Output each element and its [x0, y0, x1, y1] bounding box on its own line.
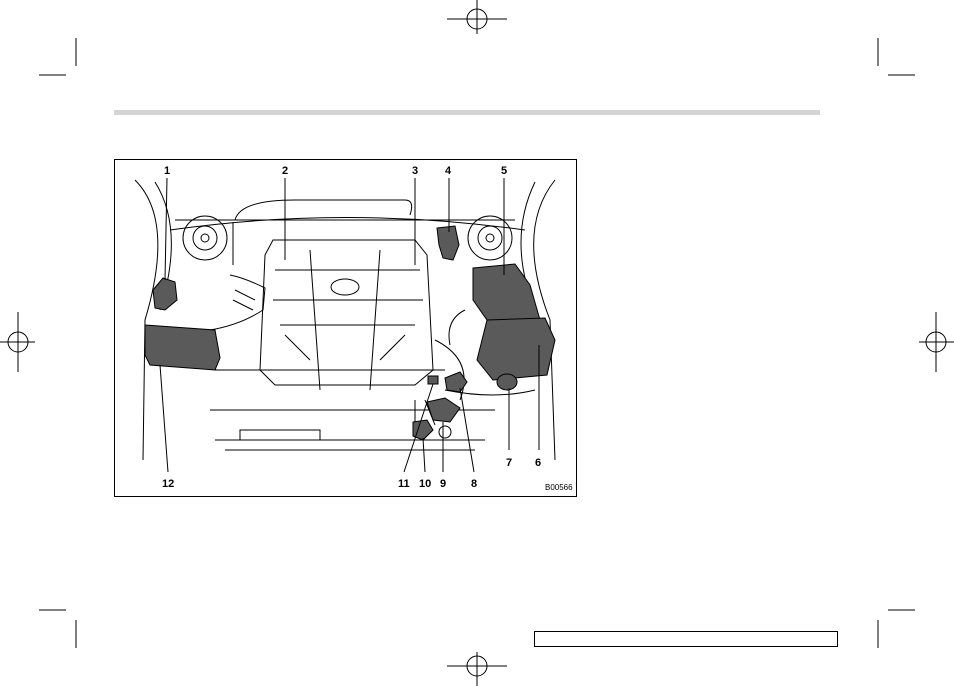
callout-2: 2: [282, 165, 288, 177]
callout-8: 8: [471, 478, 477, 490]
crop-mark-icon: [39, 38, 76, 75]
callout-9: 9: [440, 478, 446, 490]
air-cleaner-case: [145, 325, 220, 370]
crop-mark-icon: [39, 610, 76, 648]
figure-code: B00566: [545, 483, 573, 492]
battery: [477, 318, 555, 380]
callout-6: 6: [535, 457, 541, 469]
callout-11: 11: [398, 478, 410, 490]
callout-3: 3: [412, 165, 418, 177]
washer-fluid-cap: [497, 374, 517, 390]
callout-10: 10: [419, 478, 431, 490]
callout-12: 12: [162, 478, 174, 490]
engine-compartment-figure: 1 2 3 4 5 6 7 8 9 10 11 12 B00566: [114, 159, 577, 497]
engine-compartment-drawing: [115, 160, 578, 498]
callout-5: 5: [501, 165, 507, 177]
crop-mark-icon: [878, 38, 915, 75]
brake-fluid-reservoir: [437, 226, 459, 260]
crop-mark-icon: [878, 610, 915, 648]
oil-level-gauge: [428, 376, 438, 384]
header-rule: [114, 110, 820, 115]
crosshair-registration-mark-icon: [447, 0, 507, 34]
crosshair-registration-mark-icon: [447, 652, 507, 686]
callout-7: 7: [506, 457, 512, 469]
fuse-box: [473, 264, 540, 320]
crosshair-registration-mark-icon: [0, 312, 35, 372]
crosshair-registration-mark-icon: [919, 312, 954, 372]
footer-box: [534, 631, 838, 647]
callout-1: 1: [164, 165, 170, 177]
oil-filler-cap: [153, 278, 177, 310]
callout-4: 4: [445, 165, 451, 177]
radiator-cap: [427, 398, 460, 422]
